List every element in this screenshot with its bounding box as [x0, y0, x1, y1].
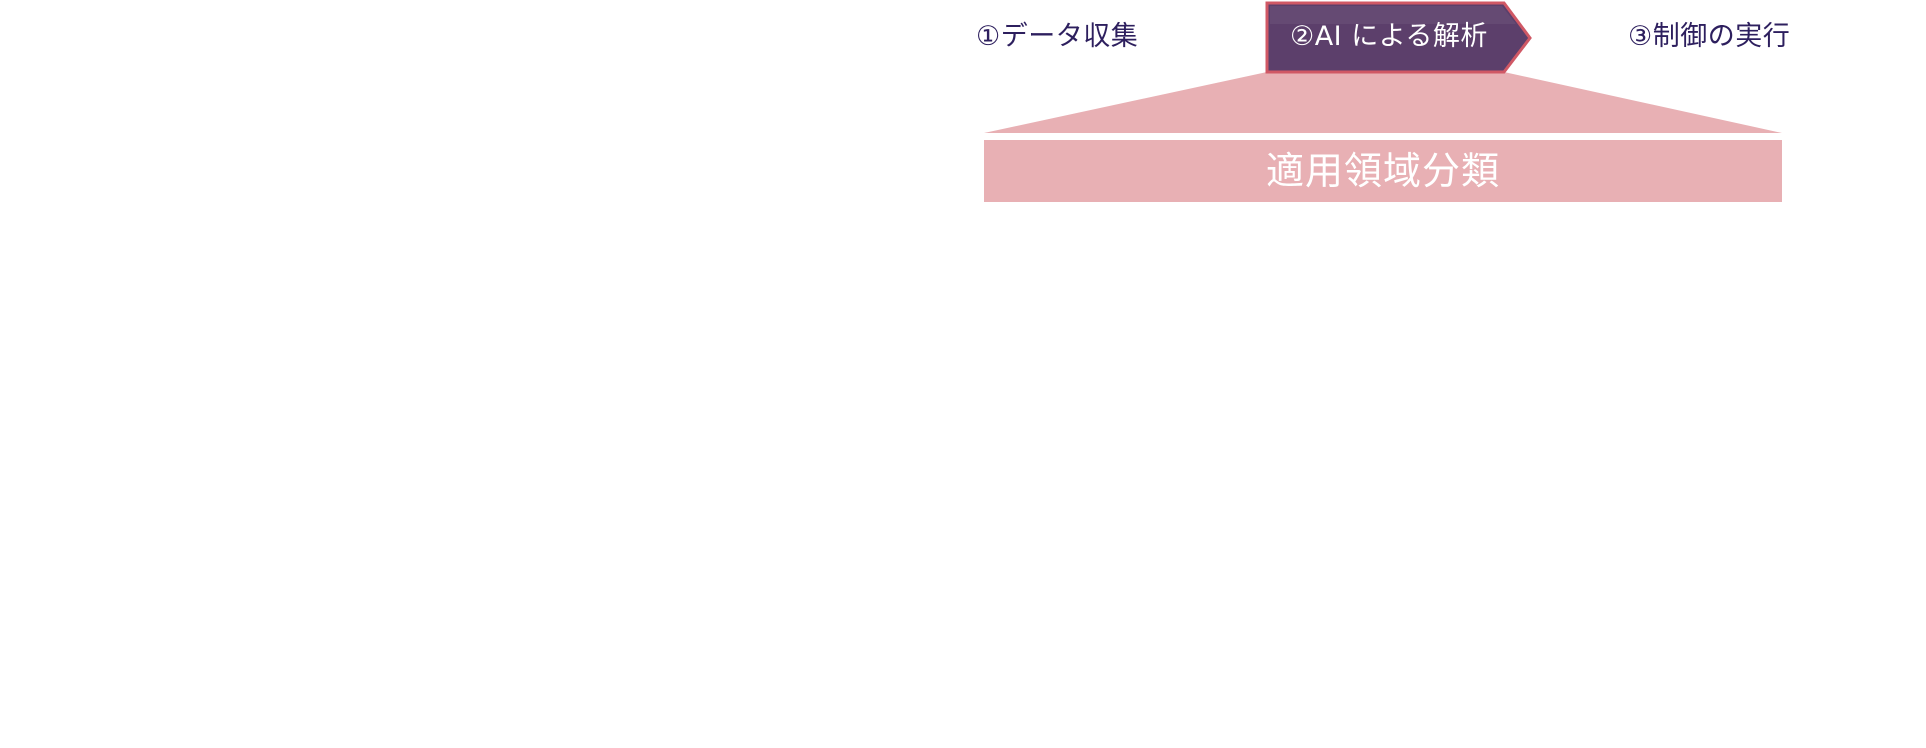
step-ai-analysis: ②AI による解析 — [1290, 21, 1488, 52]
step-data-collection: ①データ収集 — [976, 21, 1139, 52]
active-step-chevron-sheen — [1270, 6, 1516, 24]
category-panel — [984, 140, 1782, 202]
category-title: 適用領域分類 — [1265, 149, 1500, 193]
step-control-execution: ③制御の実行 — [1628, 21, 1791, 52]
fan-connector — [984, 72, 1782, 133]
active-step-chevron — [1265, 1, 1532, 74]
